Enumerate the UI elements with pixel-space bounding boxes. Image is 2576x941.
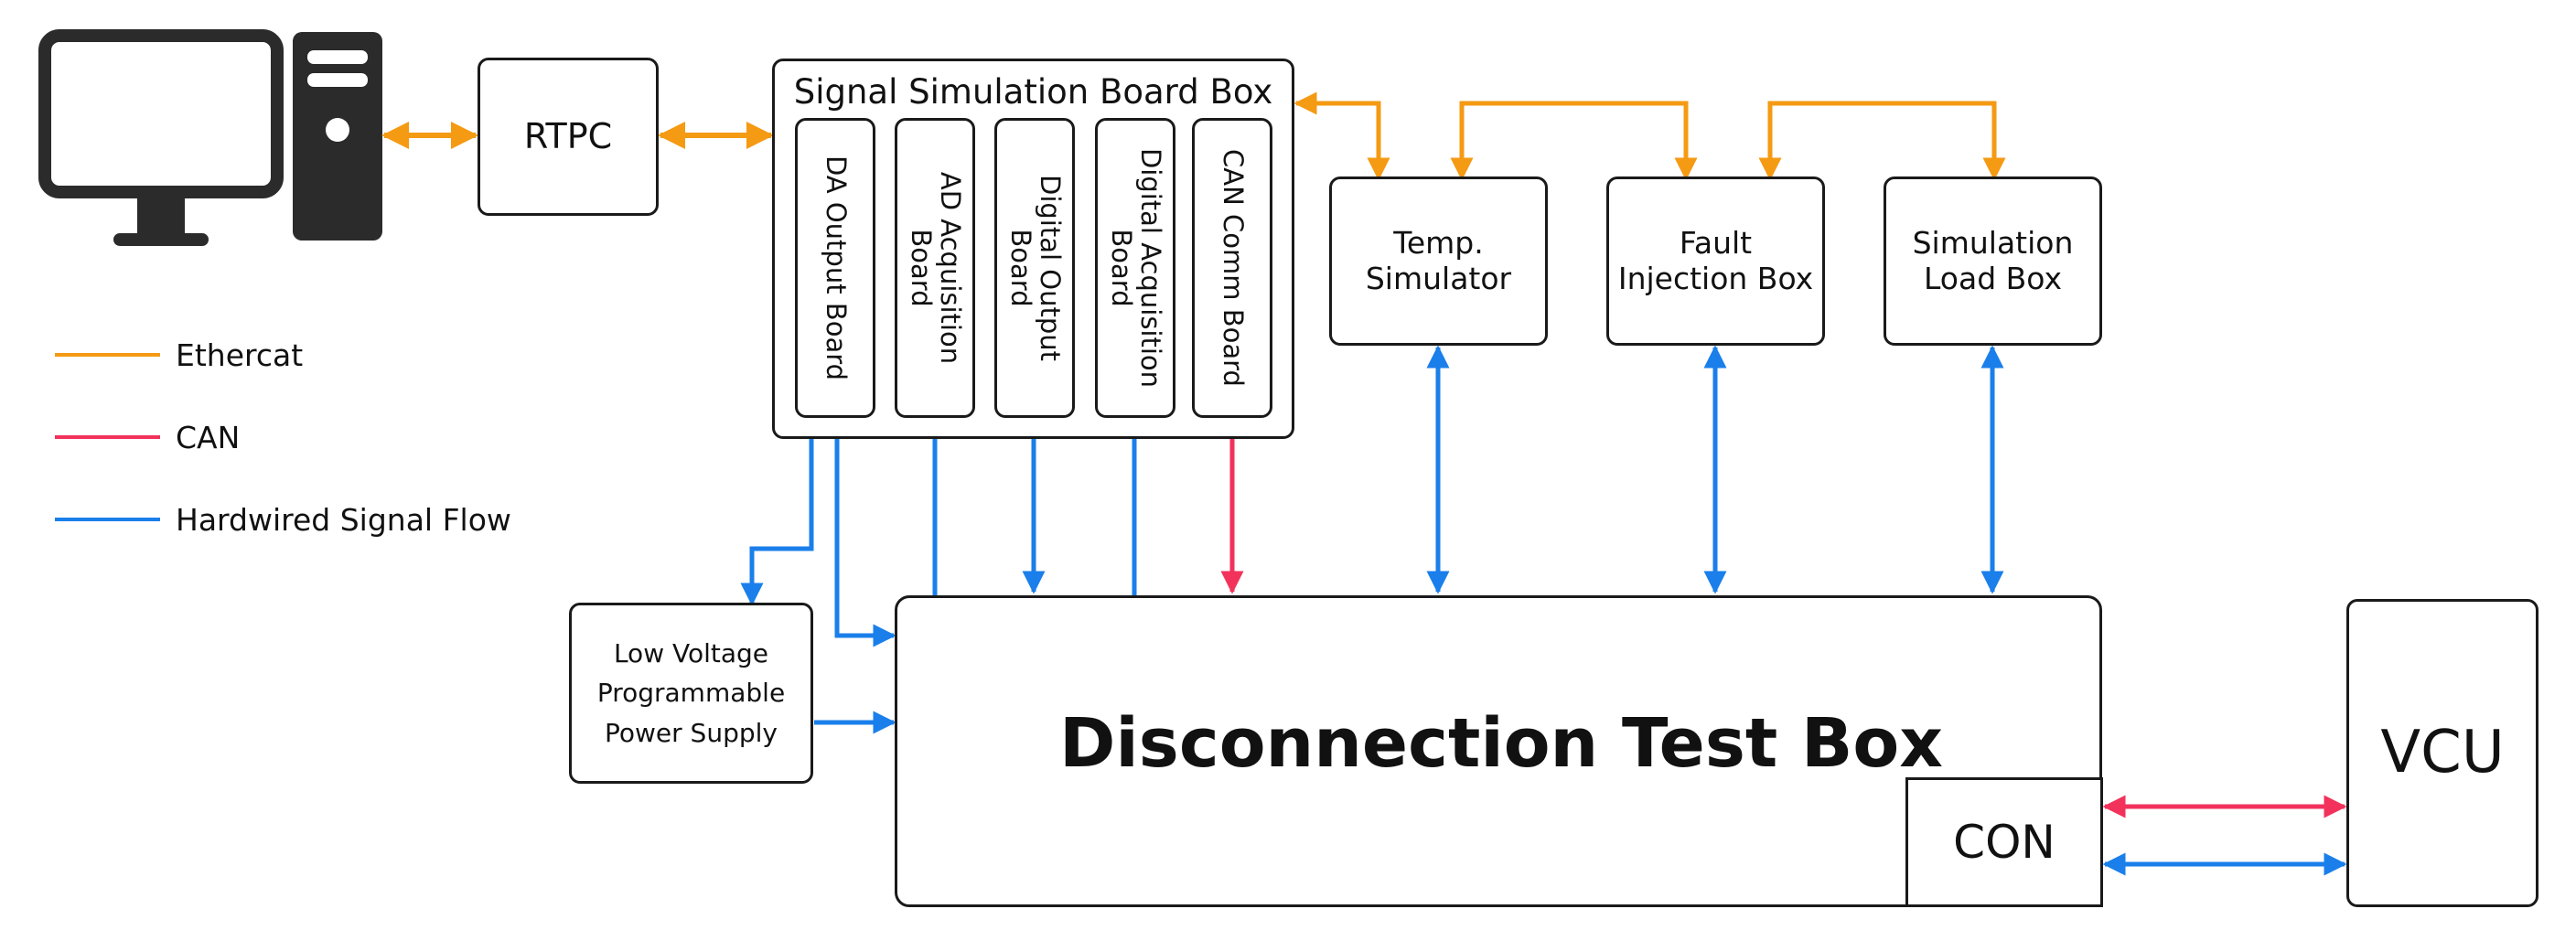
board-digital-acquisition bbox=[1095, 118, 1175, 418]
board-ad-acquisition bbox=[895, 118, 975, 418]
rtpc-label: RTPC bbox=[523, 116, 613, 157]
hardwired-da-to-dtb bbox=[834, 416, 896, 647]
computer-monitor-tower-icon bbox=[38, 29, 382, 246]
board-da-output-label: DA Output Board bbox=[820, 155, 852, 381]
ethercat-link-temp-fault bbox=[1450, 101, 1698, 181]
ethercat-link-fault-load bbox=[1758, 101, 2006, 181]
board-da-output bbox=[795, 118, 875, 418]
power-supply-box: Low Voltage Programmable Power Supply bbox=[569, 603, 813, 784]
disconnection-test-box-label: Disconnection Test Box bbox=[1059, 704, 1943, 784]
vcu-box: VCU bbox=[2346, 599, 2538, 907]
hardwired-da-to-power-supply bbox=[740, 416, 814, 606]
board-digital-output bbox=[994, 118, 1075, 418]
board-can-comm bbox=[1192, 118, 1272, 418]
ethercat-link-ssbb-temp bbox=[1293, 91, 1390, 181]
fault-injection-label: Fault Injection Box bbox=[1617, 224, 1814, 296]
con-label: CON bbox=[1953, 815, 2055, 869]
simulation-load-label: Simulation Load Box bbox=[1912, 224, 2074, 296]
vcu-label: VCU bbox=[2380, 718, 2505, 786]
board-digital-acquisition-label: Digital Acquisition Board bbox=[1106, 147, 1166, 389]
con-box: CON bbox=[1905, 777, 2103, 907]
legend-label-ethercat: Ethercat bbox=[176, 337, 304, 373]
rtpc-box: RTPC bbox=[478, 58, 659, 216]
temp-simulator-label: Temp. Simulator bbox=[1365, 224, 1512, 296]
legend-label-hardwired: Hardwired Signal Flow bbox=[176, 502, 511, 538]
board-digital-output-label: Digital Output Board bbox=[1005, 174, 1066, 361]
power-supply-label: Low Voltage Programmable Power Supply bbox=[596, 637, 786, 748]
board-ad-acquisition-label: AD Acquisition Board bbox=[906, 171, 966, 365]
board-can-comm-label: CAN Comm Board bbox=[1217, 149, 1249, 387]
ssbb-title: Signal Simulation Board Box bbox=[793, 72, 1273, 112]
legend-label-can: CAN bbox=[176, 420, 241, 455]
temp-simulator-box: Temp. Simulator bbox=[1329, 176, 1548, 346]
simulation-load-box: Simulation Load Box bbox=[1884, 176, 2102, 346]
disconnection-test-box: Disconnection Test Box bbox=[895, 595, 2102, 907]
fault-injection-box: Fault Injection Box bbox=[1606, 176, 1825, 346]
